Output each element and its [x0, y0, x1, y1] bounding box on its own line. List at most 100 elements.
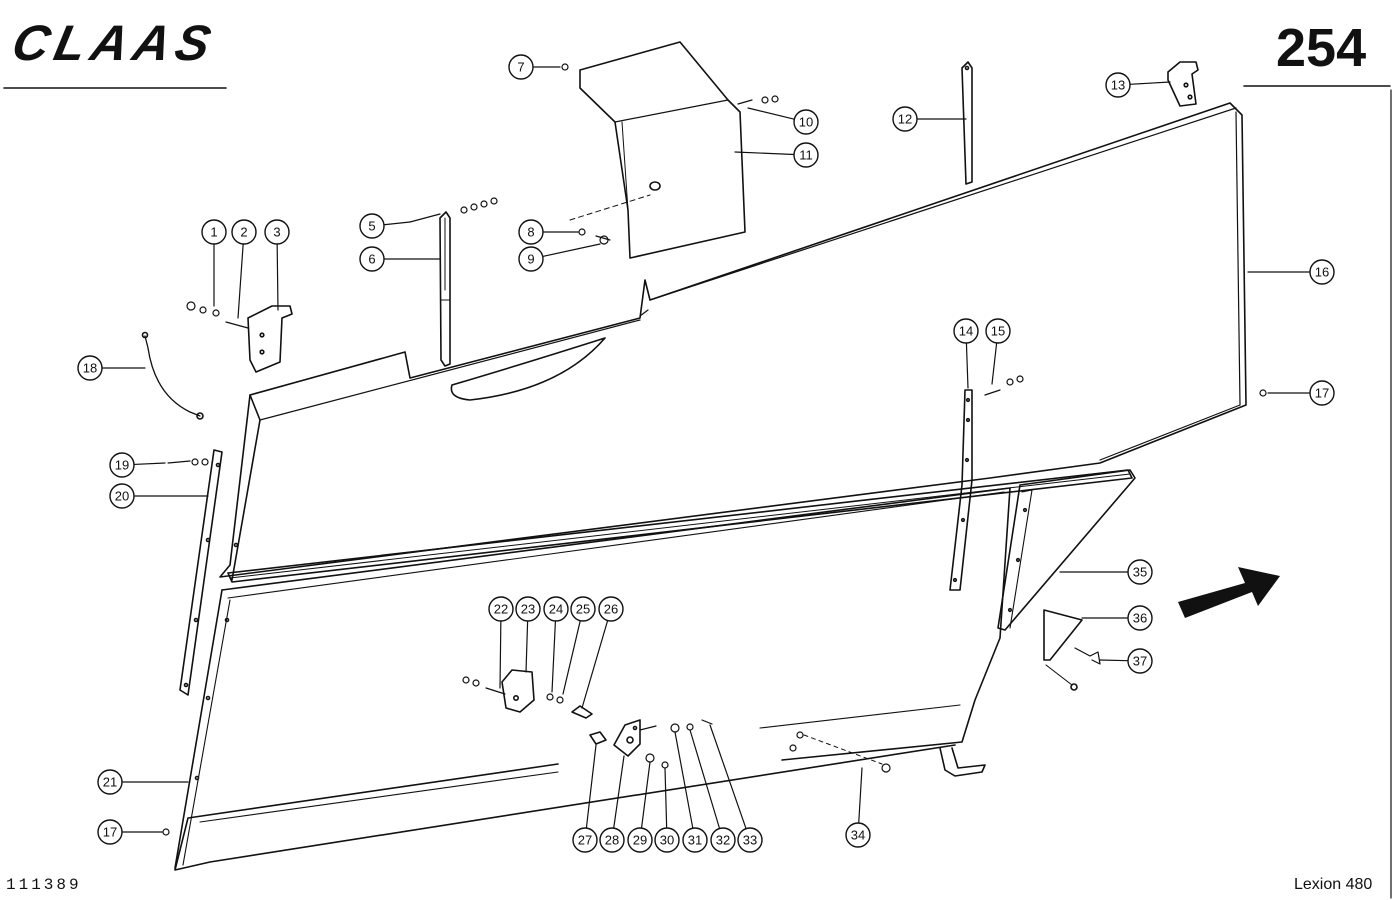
callout-number: 22: [494, 602, 508, 617]
leader-line: [640, 761, 651, 829]
callout-18: 18: [77, 355, 146, 381]
wing-bolt: [1074, 647, 1101, 665]
callout-10: 10: [747, 107, 819, 135]
callout-number: 37: [1133, 654, 1147, 669]
callout-21: 21: [97, 769, 189, 795]
callout-number: 26: [604, 602, 618, 617]
leader-line: [1129, 81, 1171, 85]
callout-number: 24: [549, 602, 563, 617]
callout-2: 2: [231, 219, 257, 319]
fasteners: [162, 63, 1267, 836]
gas-strut: [439, 211, 451, 367]
callout-3: 3: [264, 219, 290, 311]
callout-number: 9: [527, 252, 534, 267]
callout-circle: [599, 827, 625, 853]
callout-number: 35: [1133, 565, 1147, 580]
callout-number: 25: [576, 602, 590, 617]
callout-15: 15: [985, 318, 1011, 385]
lower-panel-step: [939, 747, 986, 777]
leader-line: [525, 620, 529, 673]
callout-26: 26: [581, 596, 624, 709]
direction-arrow: [1178, 567, 1280, 618]
leader-line: [551, 620, 557, 693]
callout-17: 17: [97, 819, 163, 845]
leader-line: [747, 107, 795, 120]
panel-cutout: [450, 337, 606, 401]
callout-circle: [201, 219, 227, 245]
callout-6: 6: [359, 246, 441, 272]
callout-19: 19: [109, 452, 166, 478]
upper-side-panel: [219, 102, 1247, 581]
callout-14: 14: [953, 318, 979, 389]
leader-line: [383, 221, 411, 226]
callout-17: 17: [1267, 380, 1335, 406]
leader-line: [991, 342, 998, 385]
leader-line: [613, 755, 625, 829]
callout-circle: [231, 219, 257, 245]
leader-line: [674, 731, 694, 829]
callout-circle: [627, 827, 653, 853]
callout-1: 1: [201, 219, 227, 307]
callout-circle: [97, 819, 123, 845]
callout-circle: [570, 596, 596, 622]
leader-line: [734, 151, 795, 156]
callout-number: 29: [633, 833, 647, 848]
callout-circle: [710, 827, 736, 853]
callout-number: 36: [1133, 611, 1147, 626]
callout-25: 25: [562, 596, 596, 695]
callout-13: 13: [1105, 72, 1171, 98]
divider-strip: [227, 469, 1133, 583]
leader-line: [276, 243, 279, 311]
leader-line: [858, 767, 863, 824]
callout-36: 36: [1081, 605, 1153, 631]
vertical-bracket-strip: [949, 389, 973, 591]
callout-circle: [1127, 559, 1153, 585]
callout-8: 8: [518, 219, 579, 245]
callout-number: 16: [1315, 265, 1329, 280]
leader-line: [664, 767, 668, 829]
callout-circle: [518, 219, 544, 245]
page-number: 254: [1276, 18, 1367, 78]
mount-bracket: [501, 669, 535, 713]
leader-line: [965, 342, 969, 389]
callout-circle: [264, 219, 290, 245]
callout-number: 6: [368, 252, 375, 267]
left-hinge-bracket: [247, 305, 293, 373]
callout-number: 21: [103, 775, 117, 790]
callout-circle: [508, 54, 534, 80]
callout-circle: [598, 596, 624, 622]
callout-33: 33: [709, 724, 763, 853]
callout-circle: [97, 769, 123, 795]
cable: [144, 335, 201, 417]
callout-11: 11: [734, 142, 819, 168]
callout-12: 12: [892, 106, 967, 132]
callout-circle: [1127, 605, 1153, 631]
callout-number: 27: [578, 833, 592, 848]
callout-circle: [654, 827, 680, 853]
callout-circle: [572, 827, 598, 853]
callout-number: 17: [103, 825, 117, 840]
callout-30: 30: [654, 767, 680, 853]
callout-35: 35: [1059, 559, 1153, 585]
callout-7: 7: [508, 54, 561, 80]
drawing-number: 111389: [6, 876, 82, 894]
lower-side-panel: [174, 487, 1011, 871]
callout-27: 27: [572, 744, 598, 853]
callout-circle: [1105, 72, 1131, 98]
callout-22: 22: [488, 596, 514, 689]
leader-line: [133, 462, 166, 466]
callout-34: 34: [845, 767, 871, 848]
callout-circle: [1127, 648, 1153, 674]
callout-number: 1: [210, 225, 217, 240]
leader-line: [542, 243, 601, 258]
callout-number: 28: [605, 833, 619, 848]
callout-23: 23: [515, 596, 541, 673]
callout-number: 30: [660, 833, 674, 848]
callout-circle: [1309, 259, 1335, 285]
callout-5: 5: [359, 213, 411, 239]
support-rod: [961, 61, 973, 185]
callout-number: 14: [959, 324, 973, 339]
callout-number: 32: [716, 833, 730, 848]
